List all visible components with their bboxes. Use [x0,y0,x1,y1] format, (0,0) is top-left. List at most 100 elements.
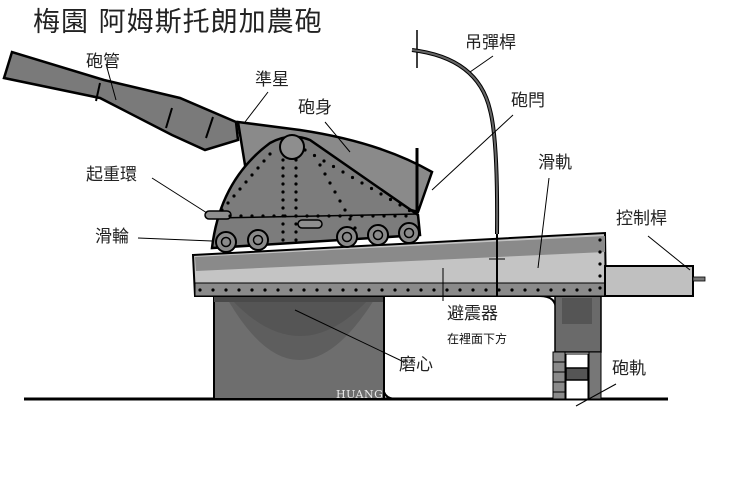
leader-lines [105,55,691,407]
rivet [283,214,287,218]
label-gun-track: 砲軌 [612,359,646,379]
rivet [294,222,298,226]
rivet [432,288,436,292]
rail-rivets [198,238,602,292]
label-control-lever: 控制桿 [616,209,667,229]
rivet [261,214,265,218]
rivet [294,190,298,194]
rivet [228,214,232,218]
label-pulley: 滑輪 [95,227,129,247]
rivet [367,288,371,292]
rivet [343,208,347,212]
diagram-title: 梅園 阿姆斯托朗加農砲 [33,7,323,38]
rivet [471,288,475,292]
rivet [250,214,254,218]
rivet [323,172,327,176]
rivet [598,238,602,242]
rivet [406,288,410,292]
rivet [294,174,298,178]
rivet [256,166,260,170]
rivet [382,214,386,218]
rivet [350,175,355,180]
rivet [281,238,285,242]
rivet [281,198,285,202]
rivet [294,230,298,234]
pulleys [215,222,420,253]
pulley-wheel [398,222,420,244]
rivet [294,238,298,242]
rivet [281,230,285,234]
rivet [302,288,306,292]
rivet [497,288,501,292]
rivet [393,288,397,292]
rivet [211,288,215,292]
rivet [237,288,241,292]
rivet [333,190,337,194]
rivet [220,208,224,212]
label-shell-hoist: 吊彈桿 [465,33,516,53]
rivet [598,274,602,278]
pulley-wheel [367,224,389,246]
rivet [348,217,352,221]
shell-hoist [411,30,500,235]
pulley-wheel [247,229,269,251]
rivet [244,180,248,184]
rivet [263,288,267,292]
rivet [360,181,364,185]
rivet [315,288,319,292]
rivet [445,288,449,292]
rivet [289,288,293,292]
rivet [226,201,230,205]
pulley-wheel [215,231,237,253]
rivet [272,214,276,218]
rivet [281,222,285,226]
rivet [369,186,374,191]
rivet [380,288,384,292]
rivet [312,153,317,158]
rivet [536,288,540,292]
rivet [349,214,353,218]
label-shock-absorber: 避震器 [447,304,498,324]
rivet [294,206,298,210]
pivot-base [213,295,395,400]
rivet [419,288,423,292]
rivet [303,148,307,152]
rivet [262,159,266,163]
rivet [341,170,345,174]
rivet [322,159,326,163]
rivet [510,288,514,292]
rivet [398,203,402,207]
rivet [484,288,488,292]
rivet [294,214,298,218]
rivet [232,194,236,198]
barrel [2,50,240,152]
rivet [281,206,285,210]
rivet [407,208,412,213]
slide-rail [191,231,706,297]
rivet [224,288,228,292]
rivet [268,152,272,156]
label-pivot: 磨心 [399,355,433,375]
label-slide-rail: 滑軌 [538,153,572,173]
label-lifting-ring: 起重環 [86,165,137,185]
rivet [250,173,254,177]
label-gun-body: 砲身 [298,98,332,118]
rivet [575,288,579,292]
rivet [458,288,462,292]
rivet [338,199,342,203]
rivet [198,288,202,292]
pulley-wheel [336,226,358,248]
rivet [238,187,242,191]
rivet [388,197,393,202]
rivet [318,163,322,167]
rivet [588,288,592,292]
rivet [328,181,332,185]
artist-signature: HUANG [336,388,384,401]
label-shock-absorber-note: 在裡面下方 [447,332,508,346]
rivet [281,190,285,194]
rivet [341,288,345,292]
rivet [338,214,342,218]
label-barrel: 砲管 [86,52,120,72]
label-front-sight: 準星 [255,70,289,90]
